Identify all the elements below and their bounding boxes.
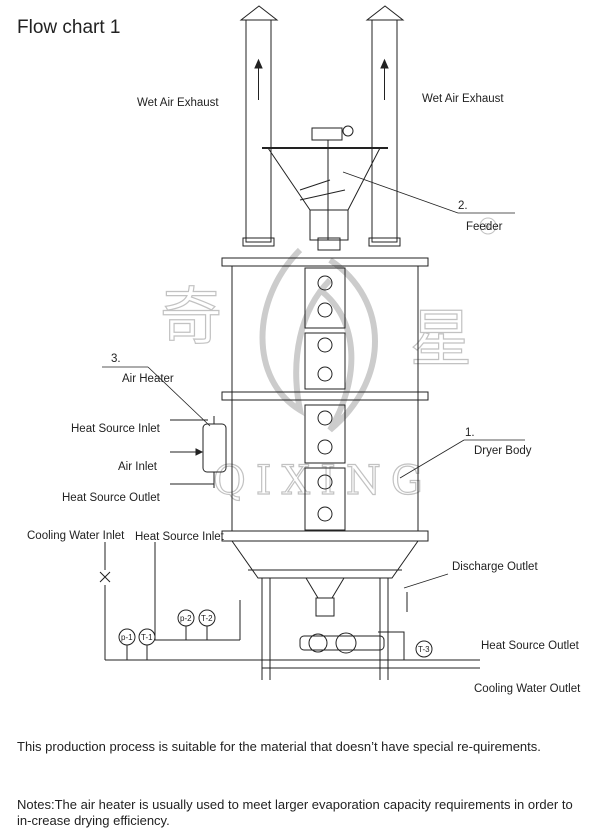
registered-mark (479, 217, 497, 235)
gauges (118, 609, 433, 660)
page-title: Flow chart 1 (17, 17, 120, 38)
label-air-heater: Air Heater (122, 373, 174, 385)
note-air-heater: Notes:The air heater is usually used to … (17, 797, 573, 828)
label-wet-air-exhaust-right: Wet Air Exhaust (422, 93, 504, 105)
watermark-swirl-left (259, 247, 333, 417)
label-dryer-body: Dryer Body (474, 445, 532, 457)
exhaust-stack-left (239, 5, 279, 247)
label-discharge-outlet: Discharge Outlet (452, 561, 538, 573)
leader-lines (102, 171, 525, 589)
watermark-swirl-right (318, 257, 378, 433)
gauge-p2-label: p-2 (180, 614, 192, 623)
label-wet-air-exhaust-left: Wet Air Exhaust (137, 97, 219, 109)
inspection-doors (304, 267, 346, 531)
watermark-char-left: 奇 (160, 280, 222, 353)
note-process-suitability: This production process is suitable for … (17, 739, 541, 754)
gauge-p1-label: p-1 (121, 633, 133, 642)
gauge-labels: p-1 T-1 p-2 T-2 T-3 (121, 614, 430, 654)
exhaust-stack-right (365, 5, 405, 247)
label-air-inlet: Air Inlet (118, 461, 158, 473)
watermark: 奇 星 QIXING R (159, 217, 497, 505)
label-dryer-body-number: 1. (465, 427, 475, 439)
watermark-char-right: 星 (410, 302, 472, 375)
label-heat-source-outlet-left: Heat Source Outlet (62, 492, 161, 504)
label-feeder: Feeder (466, 221, 503, 233)
label-heat-source-inlet-bottom: Heat Source Inlet (135, 531, 225, 543)
watermark-text: QIXING (213, 458, 433, 504)
gauge-t2-label: T-2 (201, 614, 213, 623)
registered-letter: R (484, 222, 491, 233)
label-cooling-water-outlet: Cooling Water Outlet (474, 683, 581, 695)
air-heater (170, 416, 227, 488)
feeder-hopper (262, 125, 388, 251)
label-air-heater-number: 3. (111, 353, 121, 365)
piping (99, 542, 480, 669)
label-heat-source-inlet-left: Heat Source Inlet (71, 423, 161, 435)
label-heat-source-outlet-right: Heat Source Outlet (481, 640, 580, 652)
discharge-assembly (261, 577, 412, 680)
gauge-t1-label: T-1 (141, 633, 153, 642)
label-cooling-water-inlet: Cooling Water Inlet (27, 530, 125, 542)
gauge-t3-label: T-3 (418, 645, 430, 654)
label-feeder-number: 2. (458, 200, 468, 212)
dryer-body (221, 257, 429, 579)
